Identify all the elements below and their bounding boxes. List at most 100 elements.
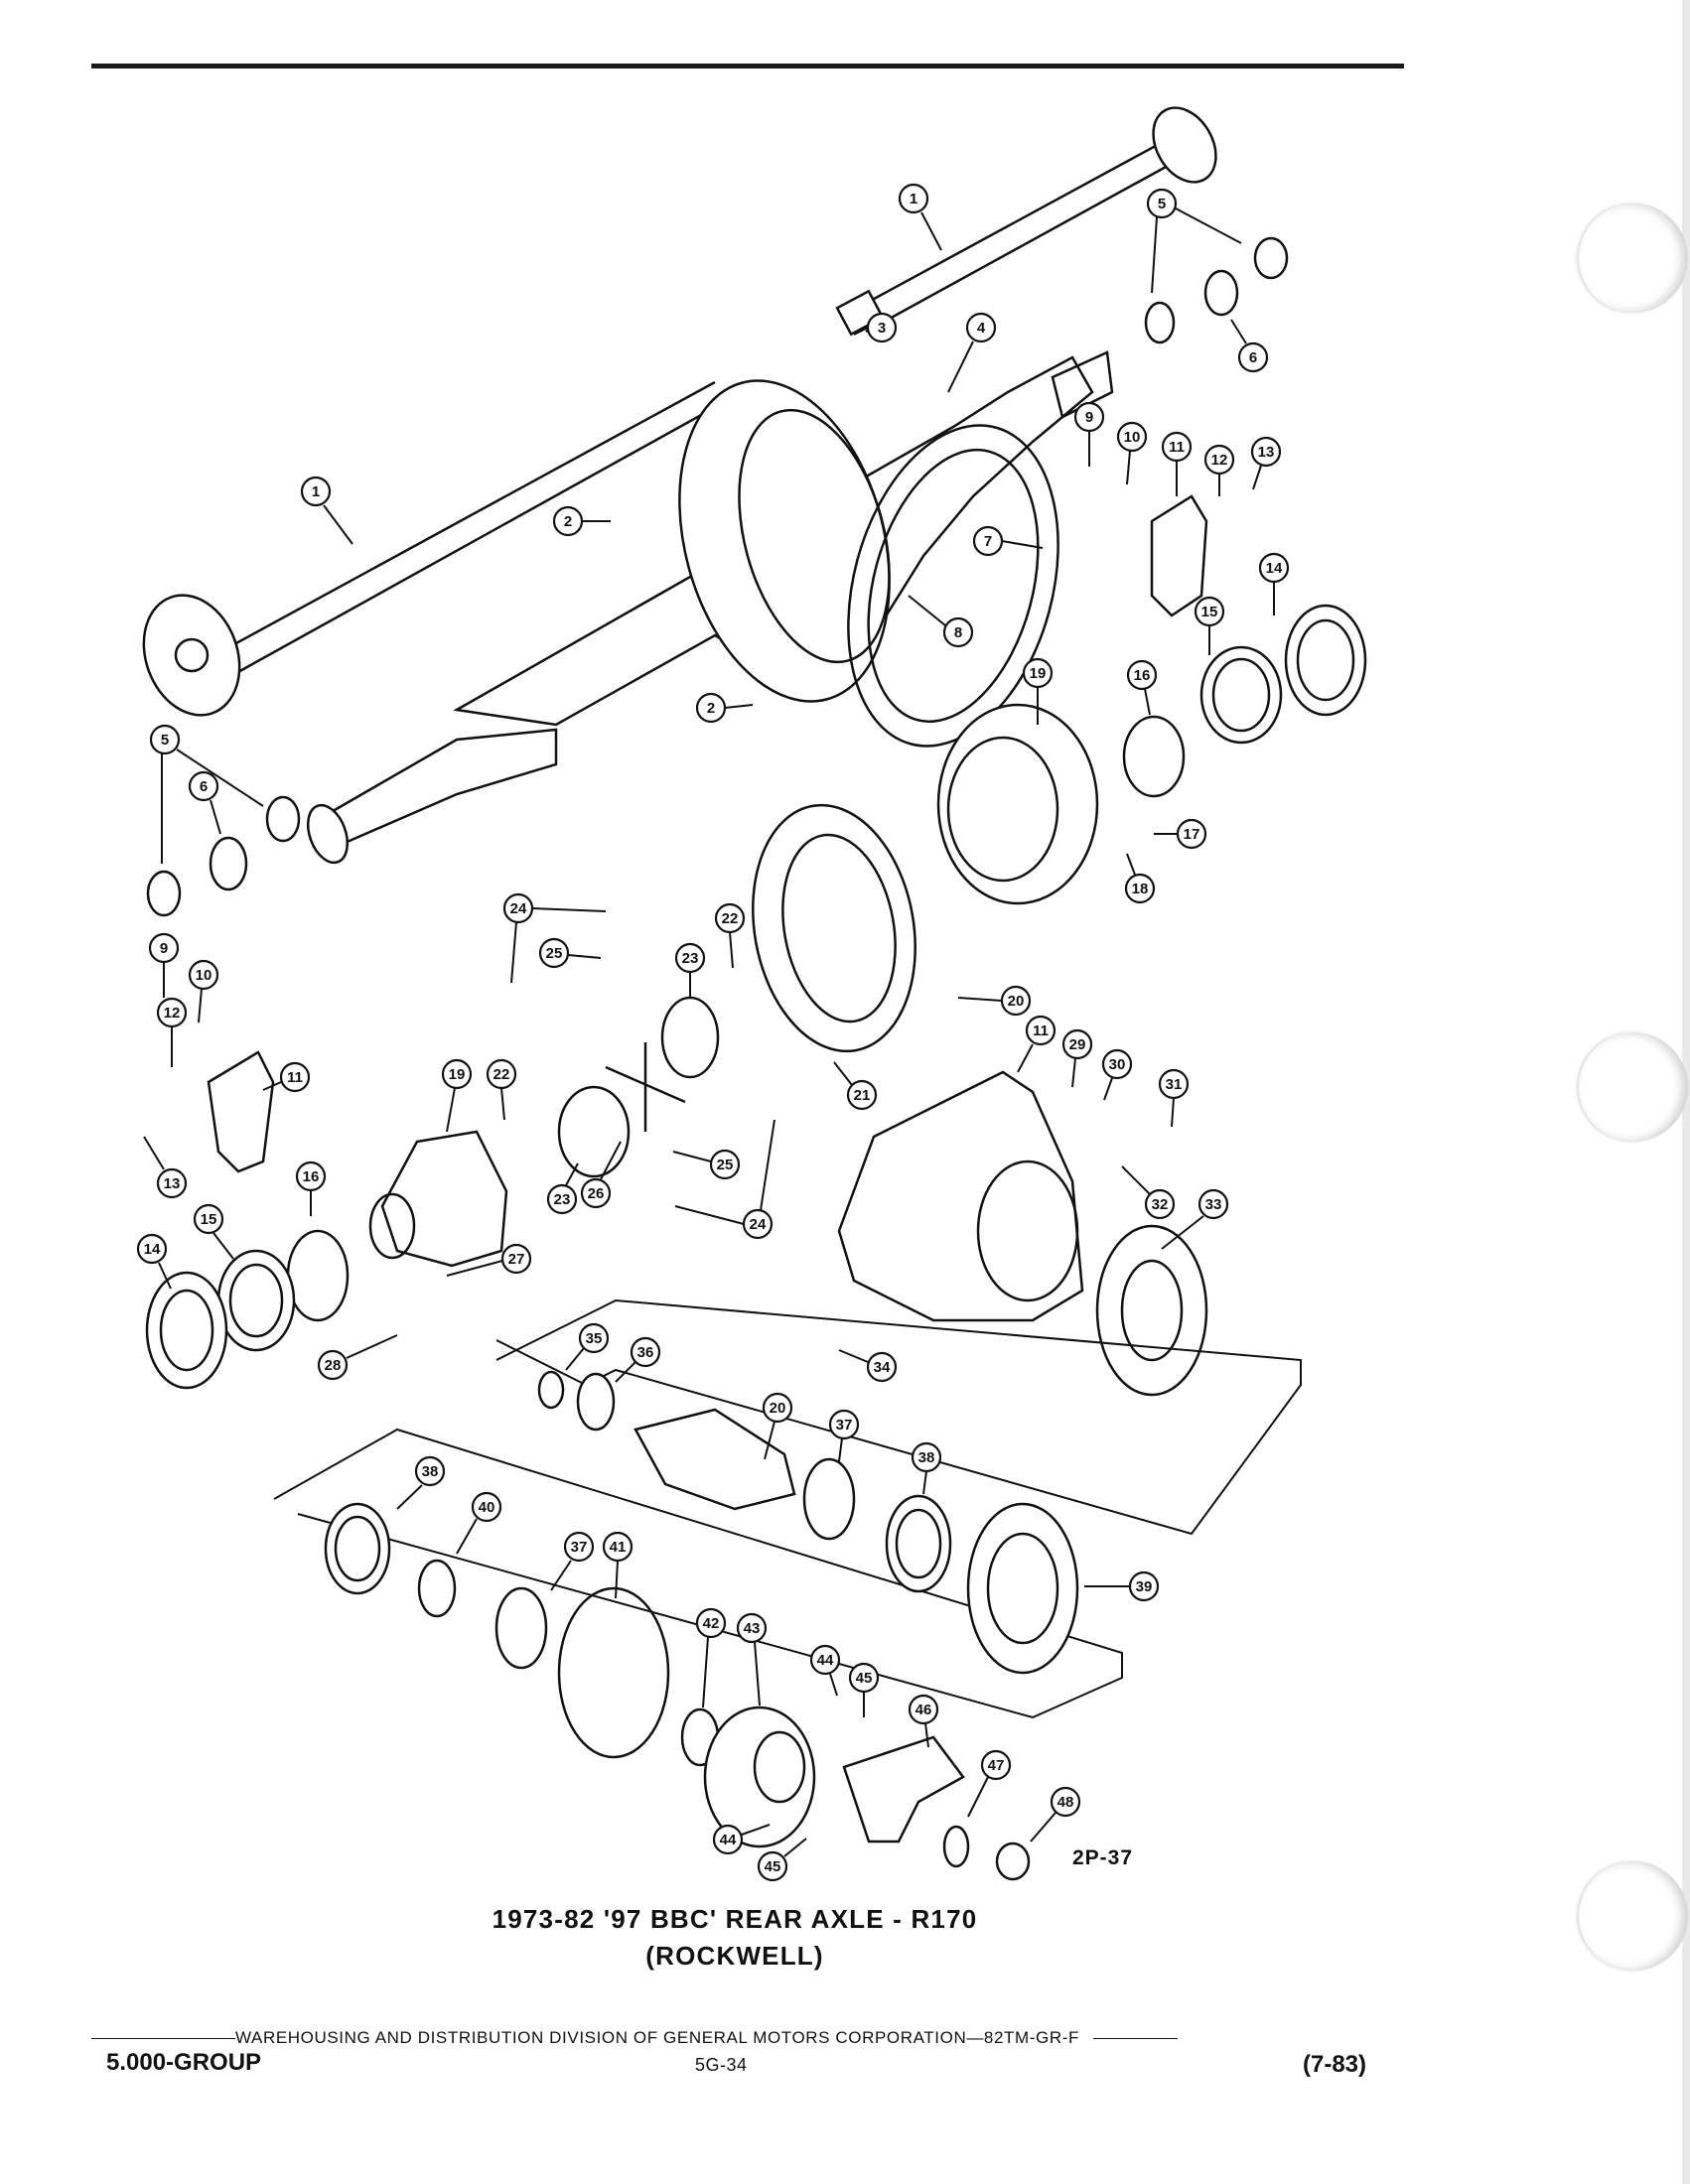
callout-4: 4 [947, 312, 997, 393]
callout-33: 33 [1161, 1188, 1229, 1250]
svg-text:10: 10 [1124, 429, 1141, 446]
callout-27: 27 [446, 1243, 532, 1277]
callout-11: 11 [262, 1061, 311, 1093]
footer-date-code: (7-83) [1303, 2051, 1367, 2078]
svg-text:19: 19 [1030, 665, 1047, 682]
svg-text:1: 1 [312, 483, 320, 500]
callout-26: 26 [580, 1141, 622, 1209]
svg-text:17: 17 [1184, 826, 1200, 843]
callout-37: 37 [550, 1531, 595, 1591]
svg-text:24: 24 [510, 900, 527, 917]
pinion-nut [995, 1842, 1031, 1881]
bracket-outline-lower [273, 1428, 1123, 1719]
svg-text:11: 11 [1169, 439, 1185, 456]
callout-47: 47 [967, 1749, 1012, 1818]
wheel-nut [265, 795, 301, 843]
svg-text:23: 23 [554, 1191, 571, 1208]
callout-31: 31 [1158, 1068, 1190, 1128]
differential-case-right [936, 703, 1099, 905]
svg-text:6: 6 [1249, 349, 1257, 366]
callout-10: 10 [1116, 421, 1148, 485]
lock-ring [209, 836, 248, 891]
svg-text:31: 31 [1166, 1076, 1183, 1093]
callout-9: 9 [1073, 401, 1105, 467]
callout-45: 45 [848, 1662, 880, 1717]
axle-shaft-right [835, 106, 1217, 337]
callouts: 1 1 2 2 3 4 5 5 6 6 7 8 9 9 10 10 11 11 … [136, 183, 1290, 1882]
callout-38: 38 [396, 1455, 446, 1510]
svg-text:39: 39 [1136, 1578, 1153, 1595]
svg-text:13: 13 [1258, 444, 1275, 461]
callout-19: 19 [1022, 657, 1054, 725]
lock-ring [1203, 269, 1239, 317]
svg-text:42: 42 [703, 1615, 720, 1632]
footer-rule-right [1092, 2038, 1178, 2040]
svg-text:7: 7 [984, 533, 992, 550]
callout-38: 38 [911, 1441, 942, 1495]
axle-shaft-left [142, 380, 731, 717]
callout-10: 10 [188, 959, 219, 1024]
svg-text:15: 15 [201, 1211, 217, 1228]
callout-20: 20 [957, 985, 1032, 1017]
callout-43: 43 [736, 1612, 768, 1706]
callout-13: 13 [143, 1136, 188, 1199]
bearing-cone [1122, 715, 1186, 798]
callout-37: 37 [828, 1409, 860, 1462]
svg-text:26: 26 [588, 1185, 605, 1202]
callout-46: 46 [908, 1694, 939, 1748]
svg-text:12: 12 [1211, 452, 1228, 469]
callout-29: 29 [1061, 1028, 1093, 1088]
callout-30: 30 [1101, 1048, 1133, 1101]
svg-text:30: 30 [1109, 1056, 1126, 1073]
callout-7: 7 [972, 525, 1044, 557]
washer [942, 1825, 970, 1868]
callout-1: 1 [898, 183, 942, 251]
callout-48: 48 [1030, 1786, 1081, 1843]
callout-22: 22 [714, 902, 746, 969]
svg-text:13: 13 [164, 1175, 181, 1192]
callout-45: 45 [757, 1838, 807, 1882]
callout-44: 44 [712, 1824, 771, 1855]
callout-17: 17 [1154, 818, 1207, 850]
callout-24: 24 [674, 1119, 775, 1240]
callout-24: 24 [502, 892, 607, 984]
callout-15: 15 [1194, 596, 1225, 655]
svg-text:24: 24 [750, 1216, 767, 1233]
svg-text:4: 4 [977, 320, 986, 337]
callout-14: 14 [1258, 552, 1290, 615]
svg-text:47: 47 [988, 1757, 1005, 1774]
footer-division-line: WAREHOUSING AND DISTRIBUTION DIVISION OF… [91, 2028, 1392, 2048]
pinion-bearing [576, 1372, 616, 1432]
axle-housing [306, 350, 1114, 865]
svg-text:11: 11 [287, 1069, 303, 1086]
svg-text:19: 19 [449, 1066, 466, 1083]
svg-text:43: 43 [744, 1620, 761, 1637]
svg-text:44: 44 [817, 1652, 834, 1669]
callout-23: 23 [546, 1162, 579, 1215]
footer-division-text: WAREHOUSING AND DISTRIBUTION DIVISION OF… [235, 2028, 1079, 2047]
svg-text:2: 2 [564, 513, 572, 530]
svg-text:14: 14 [1266, 560, 1283, 577]
svg-text:2: 2 [707, 700, 715, 717]
differential-spider [605, 1042, 686, 1132]
callout-16: 16 [295, 1160, 327, 1216]
svg-text:20: 20 [770, 1400, 786, 1417]
callout-12: 12 [1203, 444, 1235, 496]
bearing-cone-left [286, 1229, 350, 1322]
svg-text:22: 22 [722, 910, 739, 927]
footer-rule-left [91, 2038, 235, 2040]
callout-35: 35 [565, 1322, 610, 1371]
callout-6: 6 [188, 770, 221, 835]
differential-case-left [380, 1130, 508, 1268]
callout-19: 19 [441, 1058, 473, 1133]
svg-text:40: 40 [479, 1499, 495, 1516]
callout-34: 34 [838, 1349, 898, 1383]
callout-42: 42 [695, 1607, 727, 1708]
callout-6: 6 [1230, 319, 1269, 373]
svg-text:46: 46 [915, 1702, 932, 1718]
svg-text:41: 41 [610, 1539, 627, 1556]
footer-page-number: 5G-34 [695, 2055, 748, 2075]
footer-section: 5.000-GROUP [106, 2049, 262, 2076]
drive-pinion [634, 1408, 796, 1511]
